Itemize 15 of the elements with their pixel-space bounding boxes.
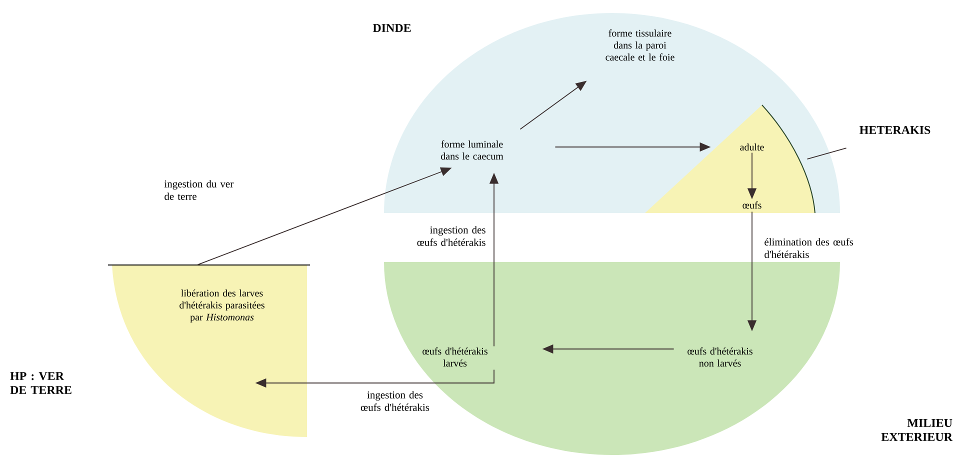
stage-label: forme luminale dans le caecum bbox=[441, 140, 504, 160]
wedge-shape bbox=[645, 104, 816, 214]
region-heading: HP : VER DE TERRE bbox=[10, 372, 72, 394]
stage-label: forme tissulaire dans la paroi caecale et le foie bbox=[606, 29, 674, 61]
stage-label: œufs d'hétérakis non larvés bbox=[688, 347, 752, 367]
region-heading: MILIEU EXTERIEUR bbox=[881, 419, 953, 441]
stage-label: œufs bbox=[742, 201, 762, 209]
stage-label: œufs d'hétérakis larvés bbox=[422, 347, 488, 367]
region-heading: DINDE bbox=[372, 24, 411, 32]
edge-label: ingestion des œufs d'hétérakis bbox=[360, 391, 430, 411]
edge-label: élimination des œufs d'hétérakis bbox=[764, 238, 854, 258]
stage-label: adulte bbox=[740, 143, 764, 151]
edge-label: ingestion des œufs d'hétérakis bbox=[417, 226, 486, 246]
edge-label: ingestion du ver de terre bbox=[164, 180, 234, 200]
heading-label: HETERAKIS bbox=[860, 126, 930, 134]
